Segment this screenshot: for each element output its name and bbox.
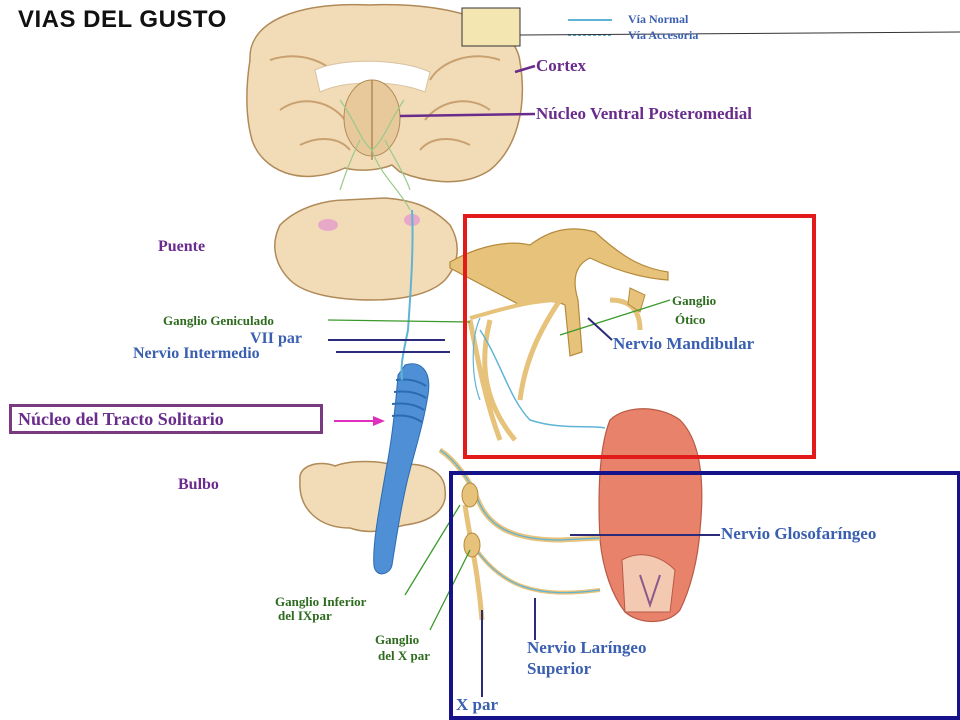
solitary-tract-label-box <box>9 404 323 434</box>
label-ganglio-otico-1: Ganglio <box>672 293 717 308</box>
solitary-tract-nucleus <box>373 363 430 575</box>
tongue <box>598 408 703 623</box>
label-vii-par: VII par <box>250 330 303 347</box>
mandibular-nerve <box>449 228 669 442</box>
label-vpm: Núcleo Ventral Posteromedial <box>536 104 752 123</box>
label-nervio-laringeo-1: Nervio Laríngeo <box>527 638 647 657</box>
label-puente: Puente <box>158 238 206 255</box>
label-nervio-glosofaringeo: Nervio Glosofaríngeo <box>721 524 877 543</box>
highlight-box-glossopharyngeal <box>449 471 960 720</box>
label-x-par: X par <box>456 695 499 714</box>
pons <box>274 197 458 301</box>
label-nucleo-tracto-solitario: Núcleo del Tracto Solitario <box>18 409 224 429</box>
page-title: VIAS DEL GUSTO <box>18 6 227 33</box>
highlight-box-mandibular <box>463 214 816 459</box>
legend-accessory: Vía Accesoria <box>628 28 699 42</box>
label-ganglio-geniculado: Ganglio Geniculado <box>163 313 274 328</box>
label-nervio-laringeo-2: Superior <box>527 659 592 678</box>
label-cortex: Cortex <box>536 56 587 75</box>
label-ganglio-x-1: Ganglio <box>375 632 420 647</box>
label-ganglio-x-2: del X par <box>378 648 430 663</box>
brain-section <box>246 3 524 191</box>
ix-x-nerves <box>438 447 601 621</box>
label-ganglio-otico-2: Ótico <box>675 312 706 327</box>
label-ganglio-inferior-1: Ganglio Inferior <box>275 594 367 609</box>
label-nervio-intermedio: Nervio Intermedio <box>133 345 260 362</box>
label-ganglio-inferior-2: del IXpar <box>278 608 332 623</box>
label-bulbo: Bulbo <box>178 476 219 493</box>
legend-lines <box>461 7 960 47</box>
legend-normal: Vía Normal <box>628 12 689 26</box>
pink-arrow <box>334 416 385 426</box>
medulla <box>299 460 446 533</box>
label-nervio-mandibular: Nervio Mandibular <box>613 334 755 353</box>
